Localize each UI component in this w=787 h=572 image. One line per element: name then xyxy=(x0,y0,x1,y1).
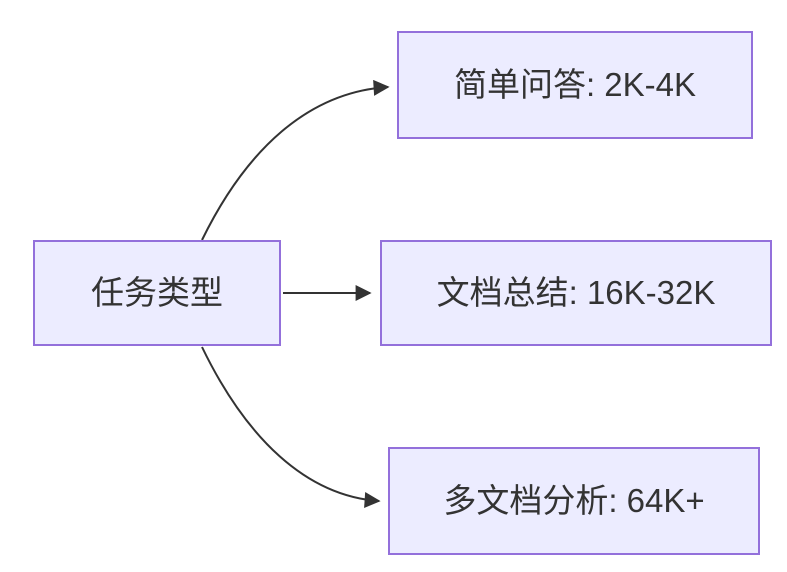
edge-root-to-qa xyxy=(201,79,390,241)
edge-root-to-multidoc xyxy=(201,346,381,508)
node-multi-doc-analysis: 多文档分析: 64K+ xyxy=(388,447,760,555)
node-simple-qa-label: 简单问答: 2K-4K xyxy=(453,66,697,104)
node-multi-doc-analysis-label: 多文档分析: 64K+ xyxy=(443,482,705,520)
node-simple-qa: 简单问答: 2K-4K xyxy=(397,31,753,139)
node-doc-summary-label: 文档总结: 16K-32K xyxy=(436,274,716,312)
node-doc-summary: 文档总结: 16K-32K xyxy=(380,240,772,346)
node-task-type-label: 任务类型 xyxy=(91,274,223,312)
node-task-type: 任务类型 xyxy=(33,240,281,346)
